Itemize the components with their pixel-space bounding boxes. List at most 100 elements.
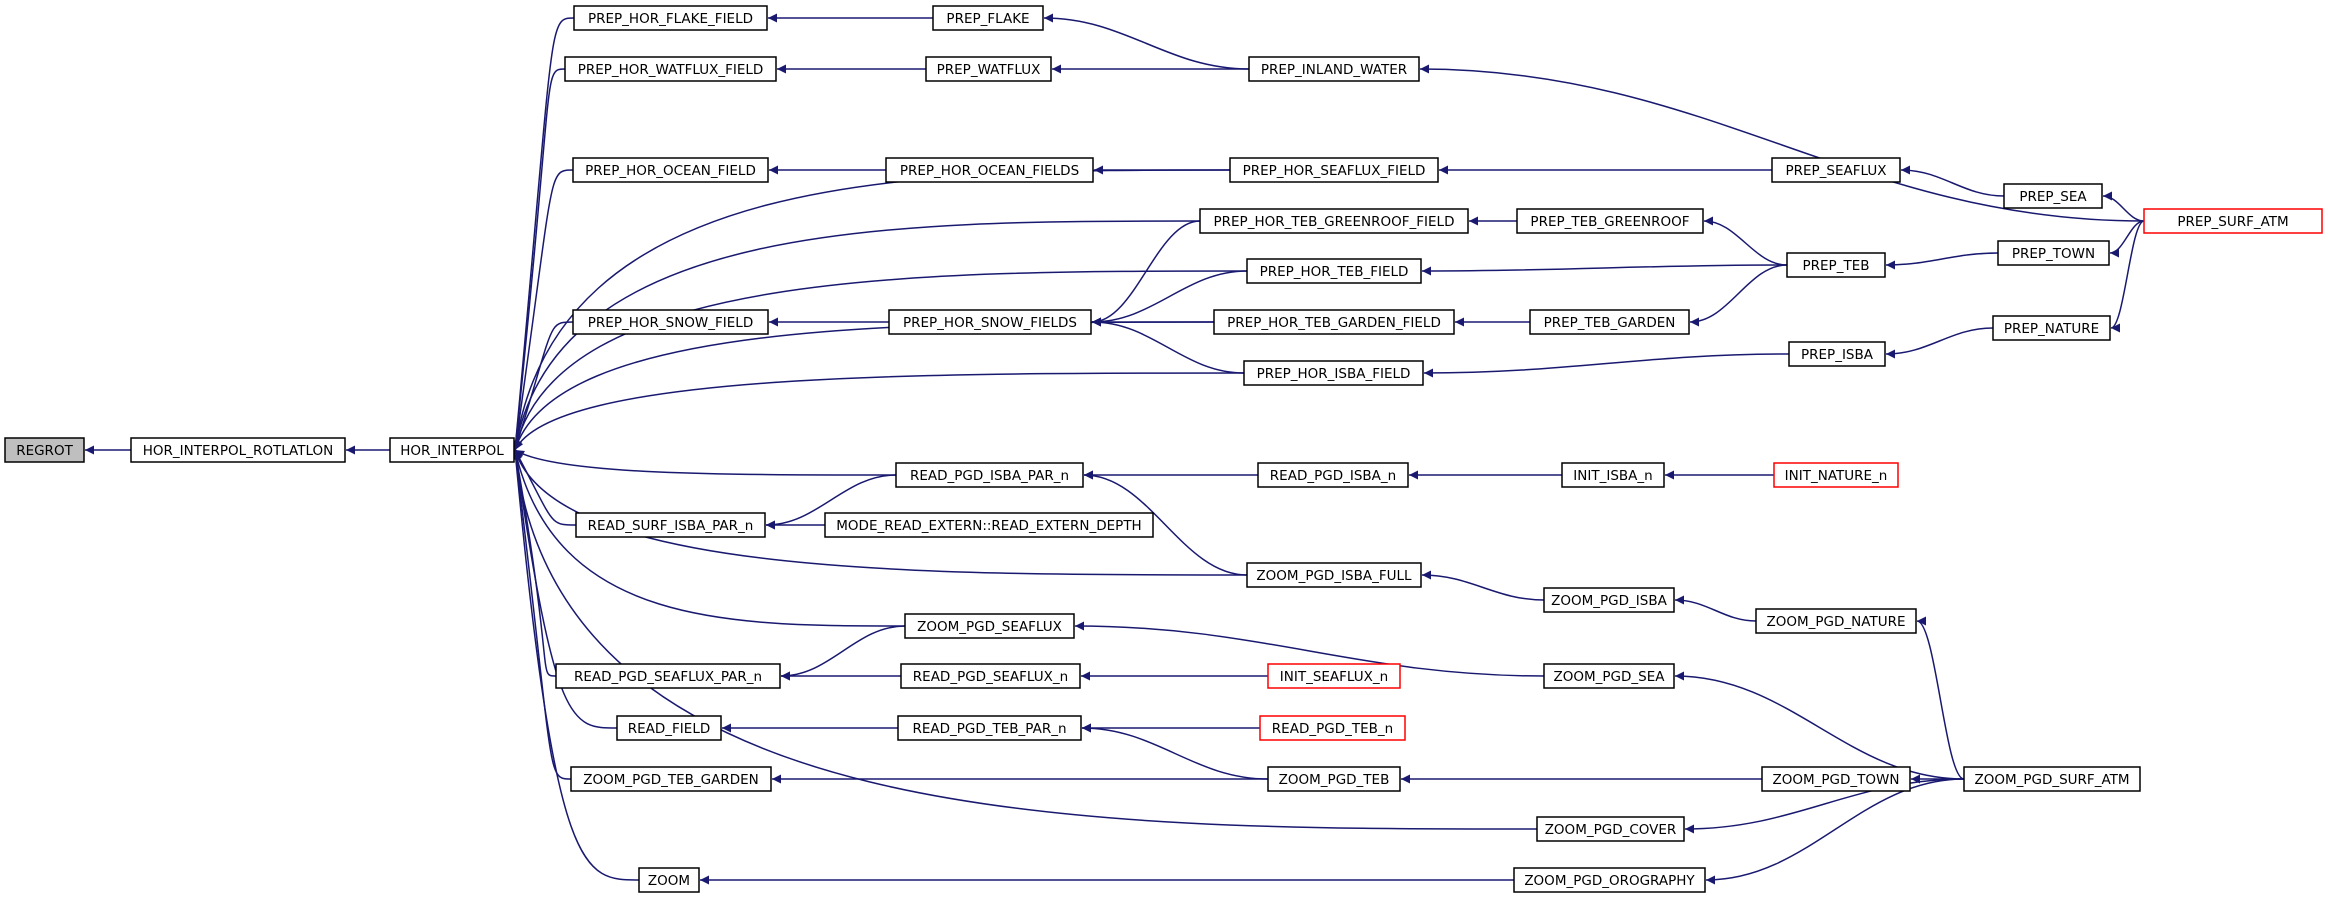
node-box[interactable]	[1536, 816, 1685, 842]
node-read-field[interactable]: READ_FIELD	[616, 715, 722, 741]
node-prep-isba[interactable]: PREP_ISBA	[1788, 341, 1886, 367]
node-box[interactable]	[824, 512, 1154, 538]
node-prep-hor-flake-field[interactable]: PREP_HOR_FLAKE_FIELD	[573, 5, 768, 31]
node-box[interactable]	[1755, 608, 1917, 634]
node-box[interactable]	[1992, 315, 2111, 341]
node-zoom-pgd-orography[interactable]: ZOOM_PGD_OROGRAPHY	[1513, 867, 1706, 893]
node-read-pgd-isba-n[interactable]: READ_PGD_ISBA_n	[1257, 462, 1409, 488]
node-zoom-pgd-teb-garden[interactable]: ZOOM_PGD_TEB_GARDEN	[570, 766, 772, 792]
node-prep-hor-ocean-field[interactable]: PREP_HOR_OCEAN_FIELD	[572, 157, 769, 183]
node-hor-interpol-rotlatlon[interactable]: HOR_INTERPOL_ROTLATLON	[130, 437, 346, 463]
node-box[interactable]	[389, 437, 515, 463]
node-box[interactable]	[904, 613, 1075, 639]
node-box[interactable]	[4, 437, 85, 463]
node-mode-read-extern[interactable]: MODE_READ_EXTERN::READ_EXTERN_DEPTH	[824, 512, 1154, 538]
node-zoom-pgd-surf-atm[interactable]: ZOOM_PGD_SURF_ATM	[1963, 766, 2141, 792]
node-box[interactable]	[572, 157, 769, 183]
node-box[interactable]	[555, 663, 781, 689]
node-prep-teb-garden[interactable]: PREP_TEB_GARDEN	[1529, 309, 1690, 335]
node-box[interactable]	[616, 715, 722, 741]
node-box[interactable]	[888, 309, 1092, 335]
node-box[interactable]	[130, 437, 346, 463]
node-box[interactable]	[564, 56, 777, 82]
node-prep-hor-isba-field[interactable]: PREP_HOR_ISBA_FIELD	[1243, 360, 1424, 386]
node-box[interactable]	[1213, 309, 1455, 335]
node-zoom-pgd-teb[interactable]: ZOOM_PGD_TEB	[1267, 766, 1401, 792]
node-box[interactable]	[885, 157, 1094, 183]
node-box[interactable]	[1788, 341, 1886, 367]
node-prep-hor-watflux-field[interactable]: PREP_HOR_WATFLUX_FIELD	[564, 56, 777, 82]
node-prep-watflux[interactable]: PREP_WATFLUX	[925, 56, 1052, 82]
node-init-isba-n[interactable]: INIT_ISBA_n	[1561, 462, 1665, 488]
node-box[interactable]	[573, 5, 768, 31]
node-box[interactable]	[572, 309, 769, 335]
node-box[interactable]	[1513, 867, 1706, 893]
node-zoom-pgd-seaflux[interactable]: ZOOM_PGD_SEAFLUX	[904, 613, 1075, 639]
node-box[interactable]	[1773, 462, 1899, 488]
node-box[interactable]	[1963, 766, 2141, 792]
node-hor-interpol[interactable]: HOR_INTERPOL	[389, 437, 515, 463]
node-box[interactable]	[575, 512, 766, 538]
node-prep-hor-teb-garden-field[interactable]: PREP_HOR_TEB_GARDEN_FIELD	[1213, 309, 1455, 335]
node-box[interactable]	[1771, 157, 1901, 183]
node-box[interactable]	[1246, 258, 1422, 284]
node-box[interactable]	[1248, 56, 1420, 82]
node-box[interactable]	[1259, 715, 1406, 741]
node-read-pgd-isba-par-n[interactable]: READ_PGD_ISBA_PAR_n	[895, 462, 1084, 488]
node-box[interactable]	[1229, 157, 1439, 183]
node-zoom-pgd-cover[interactable]: ZOOM_PGD_COVER	[1536, 816, 1685, 842]
node-read-pgd-teb-n[interactable]: READ_PGD_TEB_n	[1259, 715, 1406, 741]
node-box[interactable]	[925, 56, 1052, 82]
node-prep-inland-water[interactable]: PREP_INLAND_WATER	[1248, 56, 1420, 82]
node-read-pgd-seaflux-n[interactable]: READ_PGD_SEAFLUX_n	[900, 663, 1081, 689]
node-box[interactable]	[1516, 208, 1704, 234]
node-box[interactable]	[638, 867, 700, 893]
node-regrot[interactable]: REGROT	[4, 437, 85, 463]
node-read-pgd-teb-par-n[interactable]: READ_PGD_TEB_PAR_n	[897, 715, 1082, 741]
node-prep-hor-snow-field[interactable]: PREP_HOR_SNOW_FIELD	[572, 309, 769, 335]
node-prep-hor-seaflux-field[interactable]: PREP_HOR_SEAFLUX_FIELD	[1229, 157, 1439, 183]
node-prep-teb[interactable]: PREP_TEB	[1786, 252, 1886, 278]
node-box[interactable]	[932, 5, 1044, 31]
node-box[interactable]	[1199, 208, 1469, 234]
node-box[interactable]	[1543, 663, 1675, 689]
node-prep-hor-teb-field[interactable]: PREP_HOR_TEB_FIELD	[1246, 258, 1422, 284]
node-box[interactable]	[1543, 587, 1675, 613]
node-init-nature-n[interactable]: INIT_NATURE_n	[1773, 462, 1899, 488]
node-prep-town[interactable]: PREP_TOWN	[1997, 240, 2110, 266]
node-box[interactable]	[897, 715, 1082, 741]
node-prep-flake[interactable]: PREP_FLAKE	[932, 5, 1044, 31]
node-prep-surf-atm[interactable]: PREP_SURF_ATM	[2143, 208, 2323, 234]
node-zoom-pgd-isba-full[interactable]: ZOOM_PGD_ISBA_FULL	[1246, 562, 1422, 588]
node-prep-nature[interactable]: PREP_NATURE	[1992, 315, 2111, 341]
node-prep-hor-snow-fields[interactable]: PREP_HOR_SNOW_FIELDS	[888, 309, 1092, 335]
node-box[interactable]	[1997, 240, 2110, 266]
node-box[interactable]	[1267, 766, 1401, 792]
node-box[interactable]	[900, 663, 1081, 689]
node-box[interactable]	[1761, 766, 1911, 792]
node-box[interactable]	[1529, 309, 1690, 335]
node-zoom[interactable]: ZOOM	[638, 867, 700, 893]
node-box[interactable]	[1267, 663, 1401, 689]
node-zoom-pgd-town[interactable]: ZOOM_PGD_TOWN	[1761, 766, 1911, 792]
node-prep-teb-greenroof[interactable]: PREP_TEB_GREENROOF	[1516, 208, 1704, 234]
node-box[interactable]	[1257, 462, 1409, 488]
node-box[interactable]	[895, 462, 1084, 488]
node-zoom-pgd-isba[interactable]: ZOOM_PGD_ISBA	[1543, 587, 1675, 613]
node-box[interactable]	[1243, 360, 1424, 386]
node-box[interactable]	[1561, 462, 1665, 488]
node-box[interactable]	[1246, 562, 1422, 588]
node-zoom-pgd-nature[interactable]: ZOOM_PGD_NATURE	[1755, 608, 1917, 634]
node-init-seaflux-n[interactable]: INIT_SEAFLUX_n	[1267, 663, 1401, 689]
node-read-pgd-seaflux-par-n[interactable]: READ_PGD_SEAFLUX_PAR_n	[555, 663, 781, 689]
node-box[interactable]	[2003, 183, 2103, 209]
node-prep-hor-teb-greenroof-field[interactable]: PREP_HOR_TEB_GREENROOF_FIELD	[1199, 208, 1469, 234]
node-box[interactable]	[2143, 208, 2323, 234]
node-zoom-pgd-sea[interactable]: ZOOM_PGD_SEA	[1543, 663, 1675, 689]
node-box[interactable]	[1786, 252, 1886, 278]
node-prep-hor-ocean-fields[interactable]: PREP_HOR_OCEAN_FIELDS	[885, 157, 1094, 183]
node-prep-seaflux[interactable]: PREP_SEAFLUX	[1771, 157, 1901, 183]
node-read-surf-isba-par-n[interactable]: READ_SURF_ISBA_PAR_n	[575, 512, 766, 538]
node-prep-sea[interactable]: PREP_SEA	[2003, 183, 2103, 209]
node-box[interactable]	[570, 766, 772, 792]
